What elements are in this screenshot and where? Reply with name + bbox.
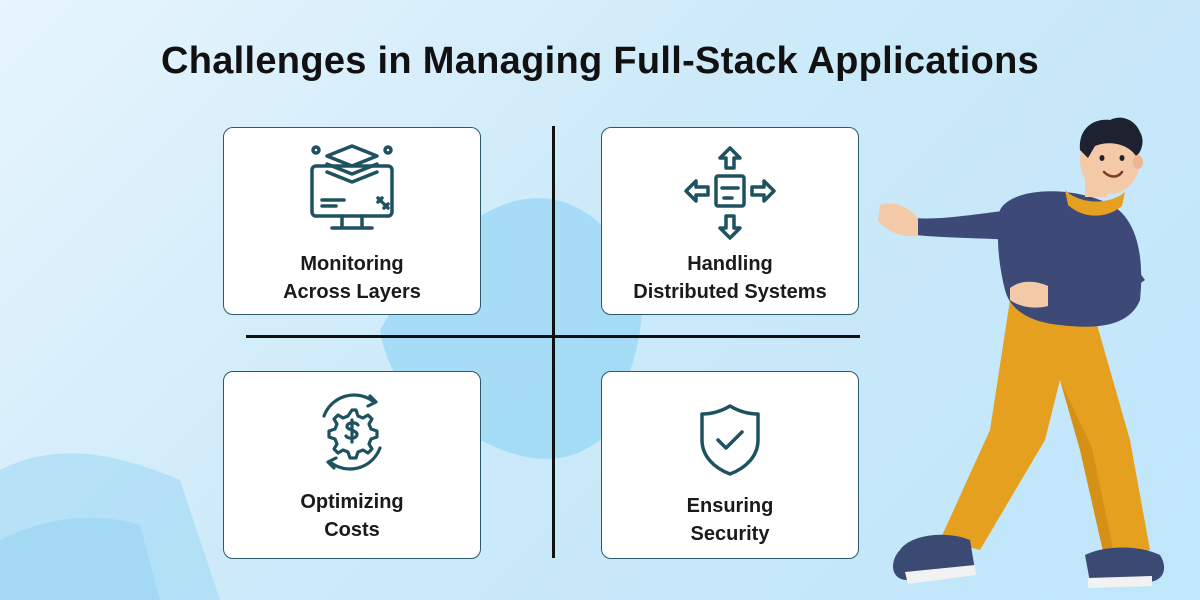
card-label-line2: Security — [690, 523, 770, 545]
card-label-line1: Ensuring — [686, 495, 774, 517]
cost-gear-icon — [224, 392, 480, 472]
page-title: Challenges in Managing Full-Stack Applic… — [160, 40, 1040, 82]
card-security: Ensuring Security — [601, 371, 859, 559]
card-monitoring: Monitoring Across Layers — [223, 127, 481, 315]
shield-check-icon — [602, 402, 858, 478]
vertical-divider — [552, 126, 555, 558]
card-costs: Optimizing Costs — [223, 371, 481, 559]
monitor-layers-icon — [224, 142, 480, 234]
card-label-line1: Monitoring — [300, 253, 404, 275]
card-distributed: Handling Distributed Systems — [601, 127, 859, 315]
card-label-line1: Optimizing — [300, 491, 404, 513]
horizontal-divider — [246, 335, 860, 338]
presenter-character-illustration — [878, 117, 1165, 588]
card-label-line1: Handling — [687, 253, 773, 275]
card-label-line2: Distributed Systems — [633, 281, 827, 303]
card-label-line2: Costs — [324, 519, 380, 541]
card-label-line2: Across Layers — [283, 281, 421, 303]
distributed-arrows-icon — [602, 144, 858, 242]
